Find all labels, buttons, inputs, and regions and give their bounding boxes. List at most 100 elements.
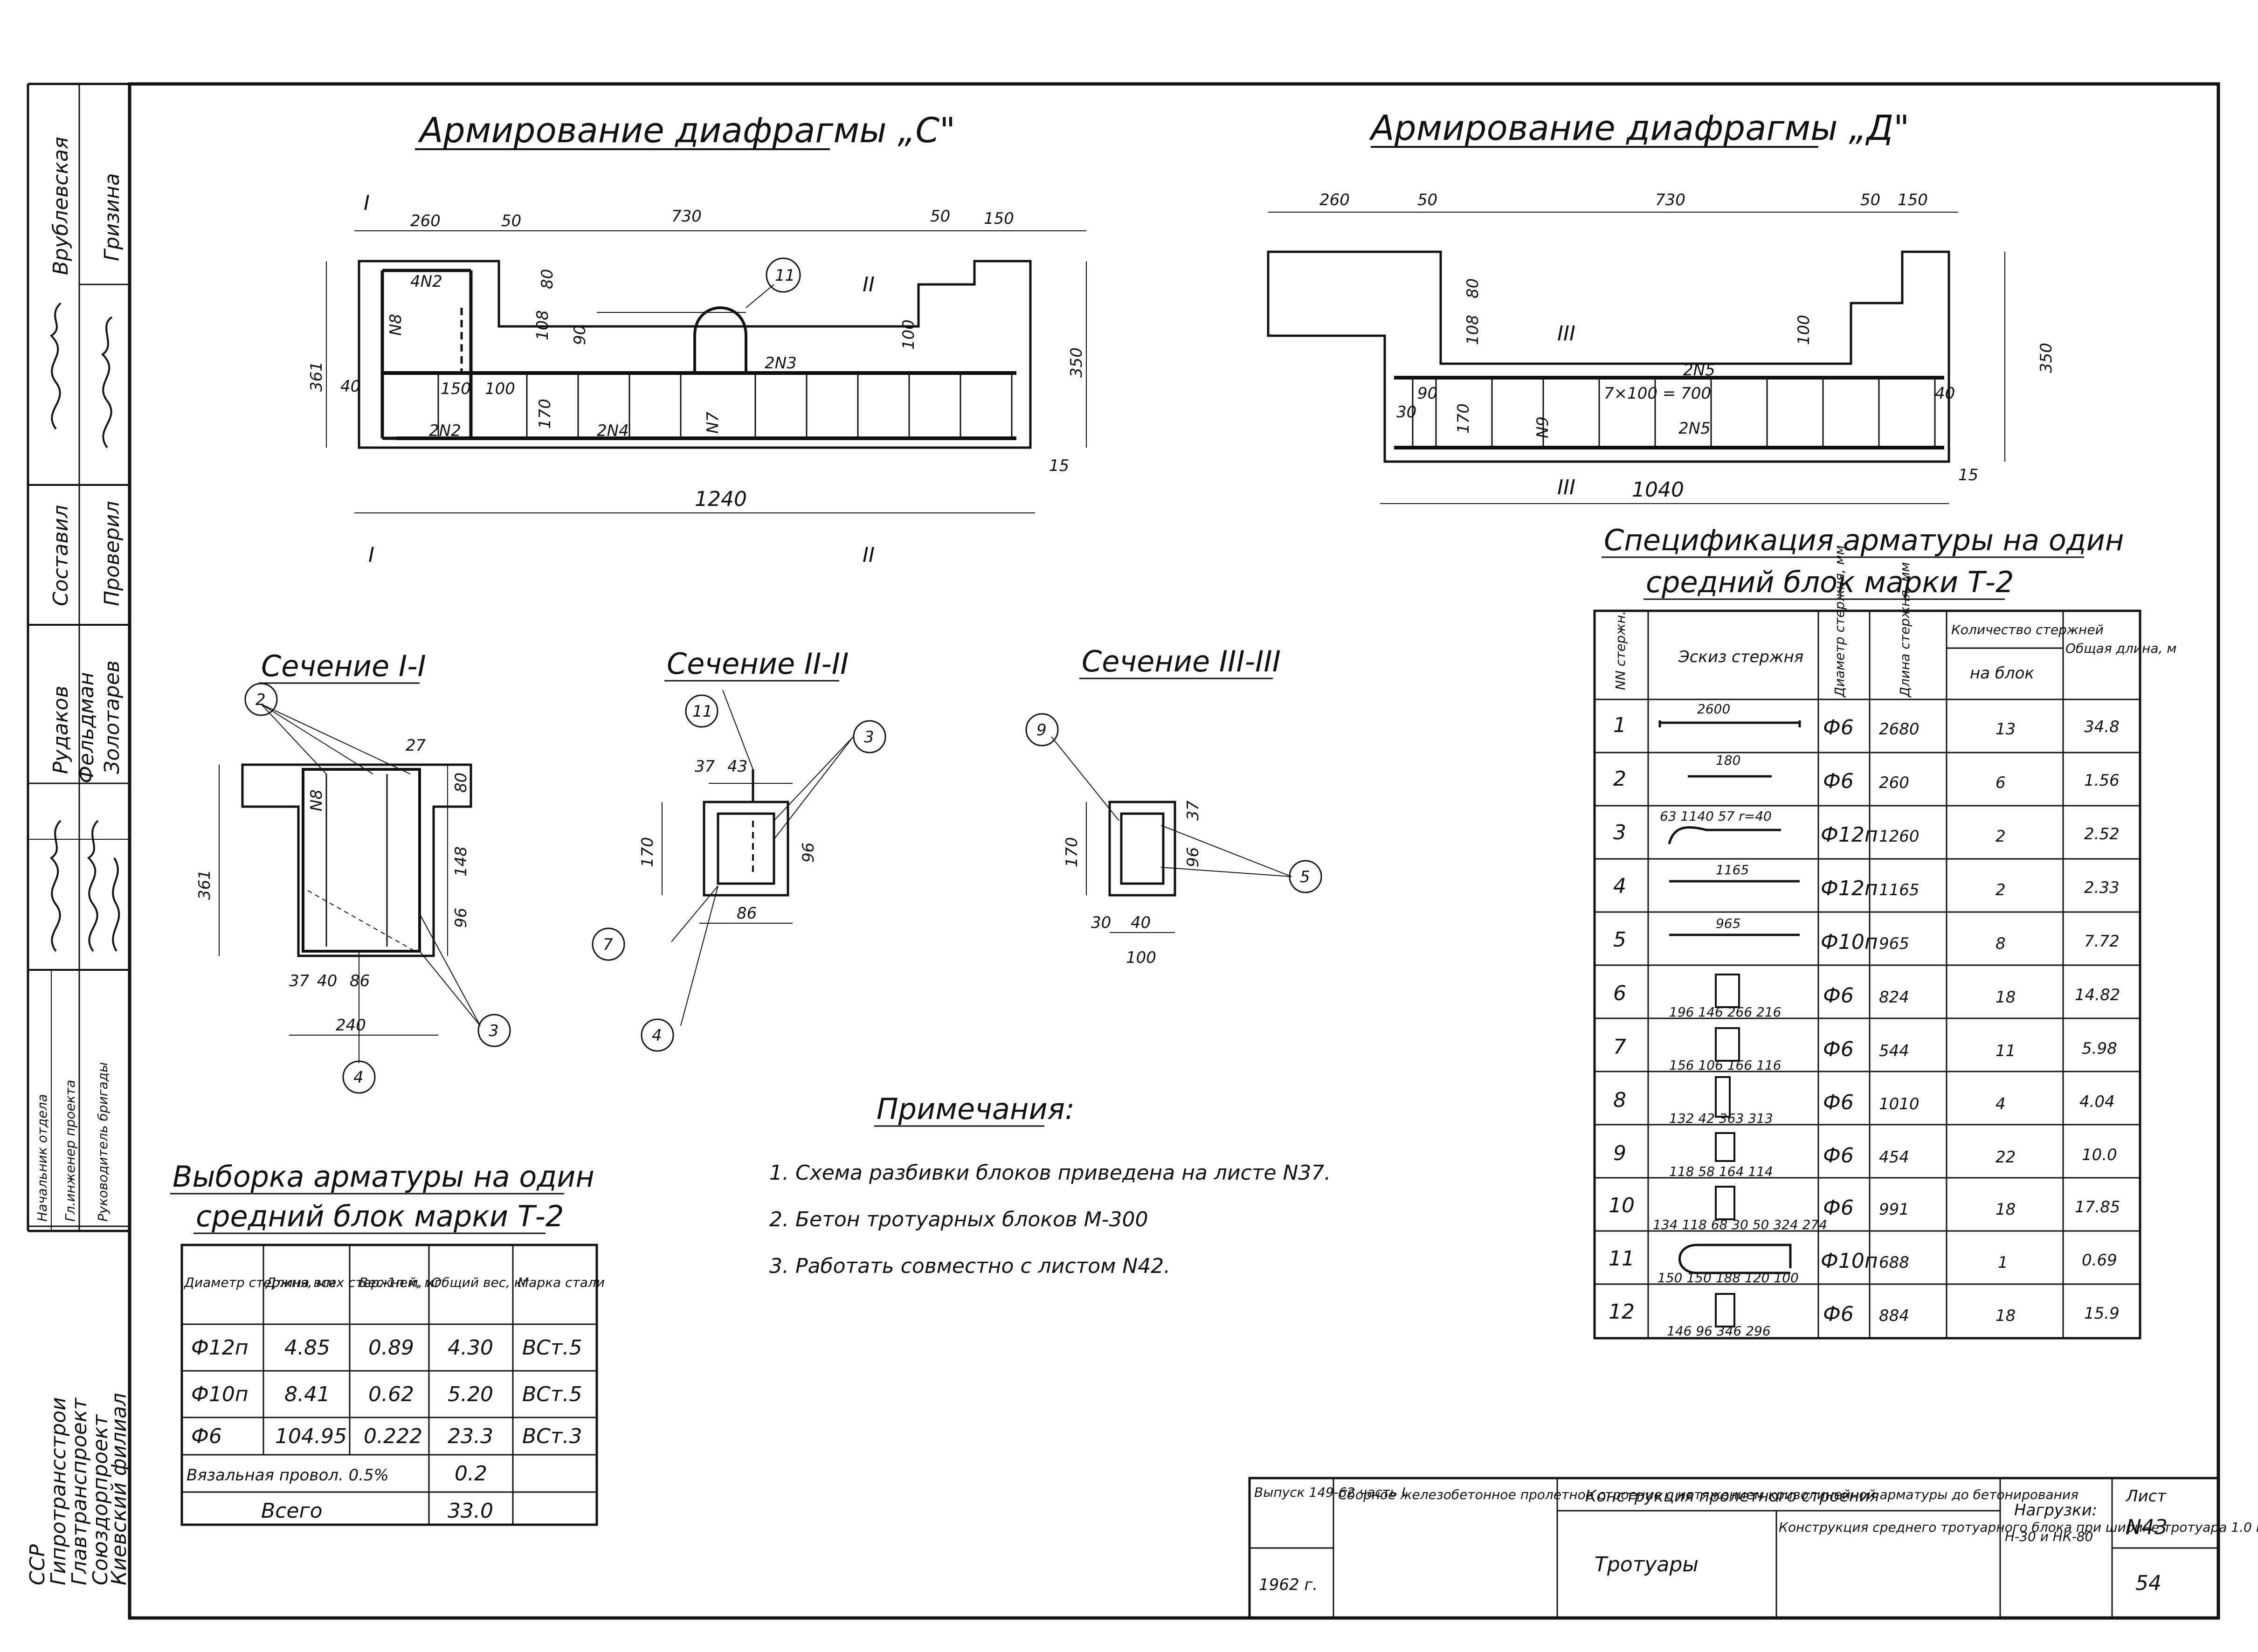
sel-r1-c3: 0.89 [368,1336,414,1360]
svg-text:196 146 266 216: 196 146 266 216 [1669,1004,1781,1020]
svg-text:Ф10п: Ф10п [1821,930,1878,954]
spec-row-3: 3 63 1140 57 r=40 Ф12п 1260 2 2.52 [1613,809,2120,847]
spec-title-2: средний блок марки Т-2 [1646,565,2014,599]
dim-d-260: 260 [1319,191,1350,209]
svg-text:1: 1 [1613,713,1626,737]
dim-c-15: 15 [1049,456,1069,475]
section-1-drawing: Сечение I-I 361 27 80 148 96 37 40 86 24… [195,649,511,1094]
side-role-composed: Составил [49,505,73,606]
svg-text:Ф12п: Ф12п [1821,877,1878,900]
svg-text:5: 5 [1613,928,1626,952]
sel-r3-c2: 104.95 [275,1424,347,1448]
note-1: 1. Схема разбивки блоков приведена на ли… [769,1161,1331,1185]
dim-s1-148: 148 [452,846,470,877]
callout-s2-3: 3 [864,728,874,747]
svg-text:3: 3 [1613,821,1626,844]
tb-desc: Конструкция среднего тротуарного блока п… [1779,1520,2258,1535]
dim-d-1040: 1040 [1632,478,1684,502]
svg-text:1.56: 1.56 [2084,771,2120,790]
svg-text:134 118 68 30 50 324 274: 134 118 68 30 50 324 274 [1653,1217,1827,1232]
label-c-2n2: 2N2 [429,422,461,440]
cut-mark-c-1-top: I [364,191,370,215]
svg-text:18: 18 [1996,988,2016,1007]
sel-wire-label: Вязальная провол. 0.5% [186,1466,389,1485]
callout-s1-3: 3 [489,1022,499,1040]
dim-s1-80: 80 [452,773,470,793]
dim-c-361: 361 [307,361,326,392]
callout-s2-7: 7 [603,935,613,954]
svg-text:11: 11 [1996,1042,2016,1060]
label-d-2n5-top: 2N5 [1683,361,1715,380]
tb-year: 1962 г. [1259,1576,1318,1594]
svg-text:18: 18 [1996,1200,2016,1219]
section-3-title: Сечение III-III [1082,644,1281,678]
label-c-4n2: 4N2 [410,272,442,291]
svg-text:965: 965 [1716,916,1740,931]
svg-text:1165: 1165 [1716,862,1749,878]
dim-d-15: 15 [1958,466,1978,484]
spec-row-5: 5 965 Ф10п 965 8 7.72 [1613,916,2120,954]
side-role-team-lead: Руководитель бригады [95,1062,110,1222]
dim-d-50a: 50 [1417,191,1437,209]
svg-text:Ф10п: Ф10п [1821,1249,1878,1273]
svg-text:6: 6 [1613,982,1626,1005]
sel-r2-c1: Ф10п [191,1382,249,1406]
svg-text:14.82: 14.82 [2075,986,2120,1004]
section-2-title: Сечение II-II [667,647,849,681]
sel-r1-c2: 4.85 [284,1336,330,1360]
svg-text:7: 7 [1613,1035,1626,1059]
dim-s3-96: 96 [1184,847,1202,867]
dim-s2-43: 43 [727,757,747,776]
svg-text:Ф6: Ф6 [1823,1091,1854,1114]
tb-sheet-label: Лист [2125,1487,2167,1506]
spec-row-6: 6 196 146 266 216 Ф6 824 18 14.82 [1613,974,2120,1020]
svg-text:965: 965 [1879,934,1909,953]
callout-s1-4: 4 [353,1068,364,1087]
dim-d-100: 100 [1795,315,1813,345]
note-3: 3. Работать совместно с листом N42. [769,1254,1170,1278]
dim-d-108: 108 [1464,315,1482,345]
tb-sheet-no: N43 [2126,1515,2168,1539]
svg-text:34.8: 34.8 [2084,718,2120,736]
spec-h-no: NN стержн. [1613,611,1628,690]
side-role-checked: Проверил [100,501,124,606]
signature-scribbles [49,302,120,952]
spec-row-7: 7 156 106 166 116 Ф6 544 11 5.98 [1613,1027,2117,1073]
callout-s2-11: 11 [692,702,712,721]
diaphragm-c-drawing: Армирование диафрагмы „С" 260 50 730 [307,111,1087,567]
spec-row-12: 12 146 96 346 296 Ф6 884 18 15.9 [1609,1293,2120,1339]
selection-h-length: Длина всех стержней, м [265,1275,435,1290]
svg-text:991: 991 [1879,1200,1909,1219]
svg-text:132 42 363 313: 132 42 363 313 [1669,1111,1773,1126]
section-1-title: Сечение I-I [261,649,426,683]
svg-text:146 96 346 296: 146 96 346 296 [1667,1323,1771,1339]
dim-c-350: 350 [1067,347,1086,378]
spec-row-10: 10 134 118 68 30 50 324 274 Ф6 991 18 17… [1609,1186,2120,1232]
svg-text:2: 2 [1613,767,1626,791]
spec-h-perblock: на блок [1970,664,2034,683]
dim-s1-37: 37 [289,972,310,990]
notes-block: Примечания: 1. Схема разбивки блоков при… [769,1092,1331,1278]
tb-section: Конструкция пролетного строения [1585,1487,1879,1506]
sel-r1-c1: Ф12п [191,1336,249,1360]
sel-r2-c2: 8.41 [284,1382,330,1406]
svg-text:9: 9 [1613,1141,1626,1165]
spec-table: Спецификация арматуры на один средний бл… [1593,523,2176,1340]
sel-r2-c3: 0.62 [368,1382,414,1406]
spec-h-total: Общая длина, м [2065,641,2176,656]
dim-s2-170: 170 [638,837,657,867]
spec-row-1: 1 2600 Ф6 2680 13 34.8 [1613,701,2120,740]
side-role-dept-head: Начальник отдела [35,1094,50,1222]
svg-text:10.0: 10.0 [2082,1146,2117,1164]
svg-text:15.9: 15.9 [2084,1304,2120,1323]
svg-text:12: 12 [1609,1300,1635,1324]
title-block: Выпуск 149-62 часть I 1962 г. Сборное же… [1248,1477,2258,1619]
label-c-n7: N7 [704,412,722,434]
outer-frame [128,82,2220,1620]
dim-s1-96: 96 [452,908,470,928]
selection-h-steel: Марка стали [518,1275,605,1290]
svg-text:1: 1 [1998,1253,2008,1272]
dim-c-40: 40 [340,377,360,396]
spec-row-11: 11 150 150 188 120 100 Ф10п 688 1 0.69 [1609,1244,2117,1286]
